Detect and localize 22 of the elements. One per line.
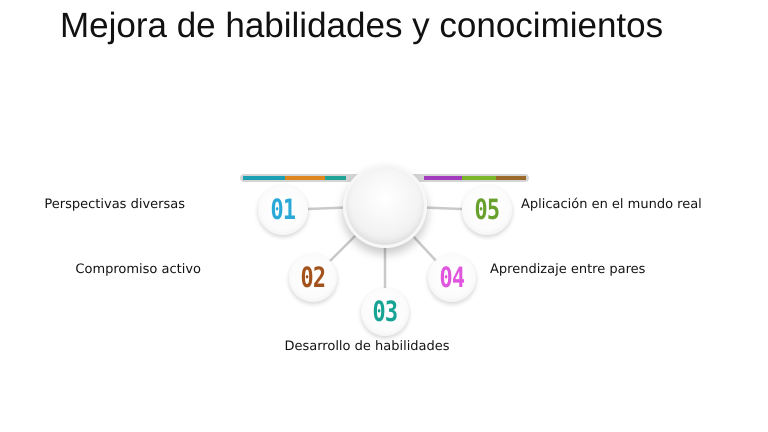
number-circle <box>289 254 337 302</box>
item-label: Compromiso activo <box>75 262 201 278</box>
number-circle <box>428 254 476 302</box>
connector-line <box>329 234 356 262</box>
title: Mejora de habilidades y conocimientos <box>60 6 664 46</box>
step-number: 05 <box>474 196 500 224</box>
hub-circle <box>343 164 427 248</box>
item-label: Aprendizaje entre pares <box>490 262 646 278</box>
connector-line <box>384 248 386 288</box>
step-number: 01 <box>270 196 296 224</box>
item-label: Aplicación en el mundo real <box>521 197 702 213</box>
number-circle <box>462 185 512 235</box>
connector-line <box>412 236 437 262</box>
step-number: 03 <box>372 298 398 326</box>
item-label: Perspectivas diversas <box>44 197 185 213</box>
step-number: 04 <box>440 264 464 292</box>
number-circle <box>361 288 409 336</box>
number-circle <box>258 185 308 235</box>
item-label: Desarrollo de habilidades <box>284 339 450 355</box>
connector-line <box>308 206 344 210</box>
step-number: 02 <box>300 264 326 292</box>
connector-line <box>426 206 462 210</box>
